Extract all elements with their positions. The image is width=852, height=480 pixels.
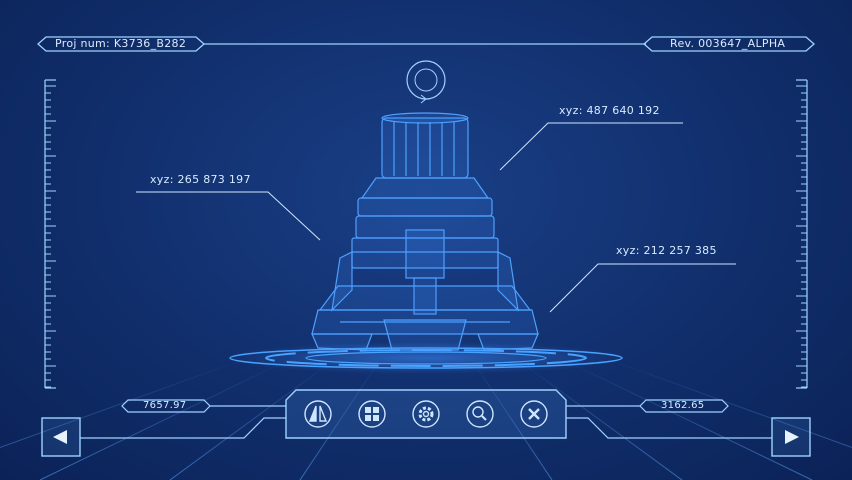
header-frame bbox=[37, 36, 815, 52]
close-icon[interactable] bbox=[520, 400, 548, 428]
left-ruler bbox=[44, 79, 56, 389]
rotate-icon[interactable] bbox=[406, 60, 446, 104]
grid-icon[interactable] bbox=[358, 400, 386, 428]
project-number-label: Proj num: K3736_B282 bbox=[55, 37, 187, 50]
hologram-model bbox=[311, 112, 539, 351]
readout-frames bbox=[121, 399, 729, 413]
annotation-xyz-top-right: xyz: 487 640 192 bbox=[559, 104, 660, 117]
toolbar-panel-frame bbox=[285, 389, 567, 439]
nav-button-frames bbox=[41, 417, 811, 457]
right-ruler bbox=[796, 79, 808, 389]
annotation-leaders bbox=[136, 122, 736, 313]
grid-floor bbox=[0, 359, 852, 480]
annotation-xyz-right: xyz: 212 257 385 bbox=[616, 244, 717, 257]
split-triangle-icon[interactable] bbox=[304, 400, 332, 428]
right-readout-value: 3162.65 bbox=[661, 400, 705, 411]
search-icon[interactable] bbox=[466, 400, 494, 428]
annotation-xyz-left: xyz: 265 873 197 bbox=[150, 173, 251, 186]
revision-label: Rev. 003647_ALPHA bbox=[670, 37, 786, 50]
right-arrow-icon[interactable] bbox=[785, 430, 799, 444]
left-readout-value: 7657.97 bbox=[143, 400, 187, 411]
gear-icon[interactable] bbox=[412, 400, 440, 428]
nav-connectors bbox=[80, 417, 772, 439]
left-arrow-icon[interactable] bbox=[53, 430, 67, 444]
